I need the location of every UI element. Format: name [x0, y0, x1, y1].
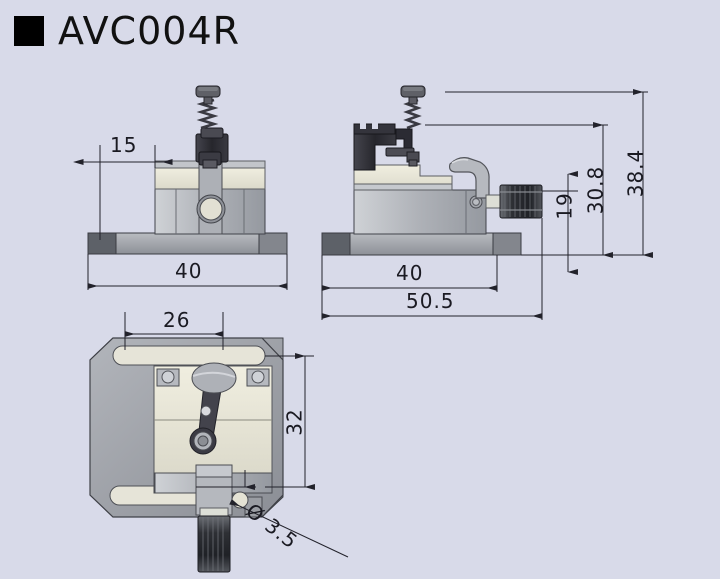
dim-front-15: [73, 145, 173, 240]
dim-label-side-30-8: 30.8: [583, 165, 608, 215]
front-view-geometry: [87, 85, 288, 255]
dim-label-top-32: 32: [282, 408, 307, 436]
dim-front-40: [87, 254, 288, 290]
dim-side-50-5: [321, 218, 543, 320]
top-view-geometry: [89, 337, 284, 573]
dim-top-32: [265, 353, 315, 490]
dim-top-dia-3-5: [196, 470, 349, 558]
dim-label-front-15: 15: [110, 133, 138, 157]
side-view-geometry: [321, 85, 543, 256]
dim-top-26: [124, 312, 224, 350]
dim-label-side-19: 19: [552, 192, 577, 220]
dim-label-side-50-5: 50.5: [406, 289, 455, 313]
dim-label-side-38-4: 38.4: [623, 148, 648, 198]
dim-label-front-40: 40: [175, 259, 203, 283]
dim-side-38-4: [445, 89, 653, 258]
dim-label-side-40: 40: [396, 261, 424, 285]
dim-label-top-26: 26: [163, 308, 191, 332]
